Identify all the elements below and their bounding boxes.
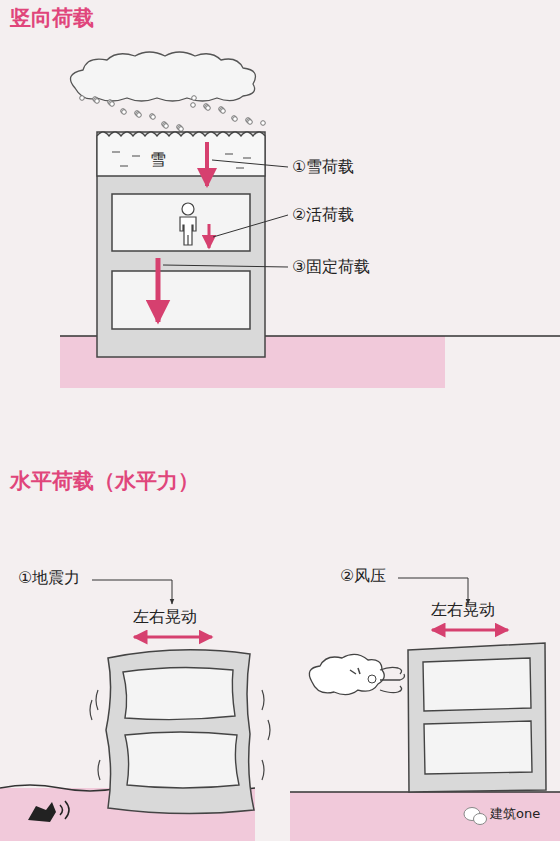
room: [423, 658, 531, 711]
title: 竖向荷载: [10, 6, 94, 31]
room: [123, 667, 235, 719]
sway-arrow: [134, 636, 212, 639]
building-shaking: [106, 650, 254, 814]
section-heading: 水平荷载（水平力）: [10, 469, 199, 494]
watermark: 建筑one: [490, 806, 540, 822]
snow-dots: [80, 96, 266, 132]
wind-face: [309, 654, 404, 694]
building: [97, 132, 265, 357]
region-label: 雪: [150, 150, 166, 169]
leader-lines: [163, 160, 288, 267]
force-label: ②风压: [340, 566, 386, 585]
room: [112, 271, 250, 329]
room: [112, 194, 250, 251]
dog-icon: [28, 801, 69, 822]
room: [125, 732, 239, 788]
load-label: ③固定荷载: [292, 257, 370, 276]
force-label: ①地震力: [18, 568, 80, 587]
room: [424, 721, 532, 774]
motion-label: 左右晃动: [133, 607, 197, 626]
person: [180, 203, 196, 245]
ground: [290, 792, 560, 841]
snow-marks: [112, 152, 251, 168]
cloud: [71, 52, 256, 101]
motion-label: 左右晃动: [431, 600, 495, 619]
shake-marks: [90, 690, 270, 780]
wechat-icon: [464, 808, 487, 825]
sway-arrow: [432, 629, 508, 632]
snow-layer: [97, 132, 265, 176]
leader-lines: [92, 578, 468, 604]
load-label: ①雪荷载: [292, 157, 354, 176]
building: [408, 643, 546, 792]
load-label: ②活荷载: [292, 205, 354, 224]
